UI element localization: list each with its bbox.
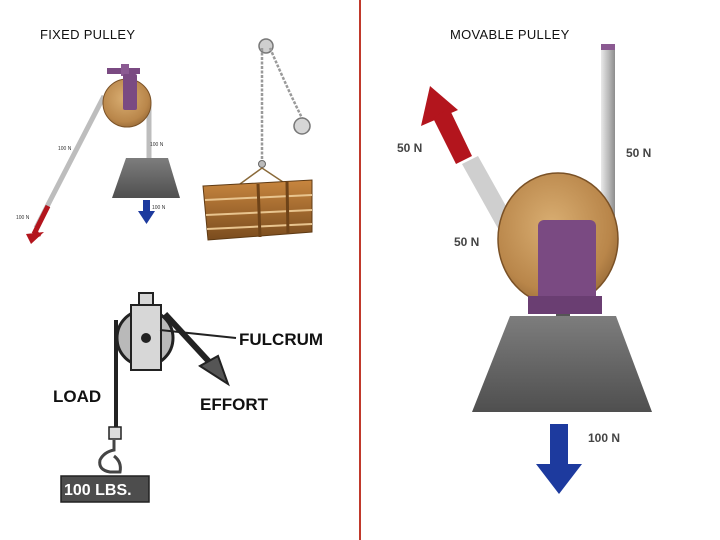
effort-rope-diagram (162, 311, 216, 369)
effort-arrow-force-label: 100 N (16, 215, 30, 221)
effort-arrow-diagram (198, 354, 230, 387)
right-rope-force-label: 50 N (626, 146, 651, 160)
movable-load-arrow-head (536, 464, 582, 494)
effort-force-label-right: 50 N (397, 141, 422, 155)
labeled-pulley-diagram: FULCRUM LOAD EFFORT 100 LBS. (53, 292, 323, 503)
fulcrum-label: FULCRUM (239, 330, 323, 349)
ceiling-anchor (601, 44, 615, 50)
crate-pulley-illustration (202, 38, 313, 241)
left-rope-force-label: 50 N (454, 235, 479, 249)
load-hook (98, 440, 122, 474)
effort-label: EFFORT (200, 395, 269, 414)
load-arrow (143, 200, 150, 212)
movable-load-arrow-shaft (550, 424, 568, 466)
movable-pulley-diagram: 50 N 50 N 50 N 100 N (397, 44, 652, 494)
panel-divider (359, 0, 361, 540)
load-force-label-right: 100 N (588, 431, 620, 445)
movable-stone-load (472, 316, 652, 412)
rope-force-label: 100 N (150, 142, 164, 148)
movable-pulley-title: MOVABLE PULLEY (450, 27, 570, 42)
fixed-pulley-title: FIXED PULLEY (40, 27, 136, 42)
fixed-pulley-top-diagram: 100 N 100 N 100 N 100 N (16, 64, 180, 244)
effort-arrow (31, 204, 51, 236)
stone-load (112, 158, 180, 198)
weight-block (60, 475, 150, 503)
right-rope (601, 50, 615, 224)
load-force-label: 100 N (152, 205, 166, 211)
pulley-bracket (123, 74, 137, 110)
movable-pulley-bracket (538, 220, 596, 308)
weight-label: 100 LBS. (64, 482, 132, 499)
chain-right (268, 47, 304, 119)
effort-force-label: 100 N (58, 146, 72, 152)
hanging-pulley-wheel (293, 117, 311, 135)
effort-arrow-head (421, 86, 458, 126)
load-label: LOAD (53, 387, 101, 406)
effort-arrow-shaft (433, 108, 472, 164)
fulcrum-pointer (159, 329, 237, 339)
fulcrum-axle (141, 333, 151, 343)
